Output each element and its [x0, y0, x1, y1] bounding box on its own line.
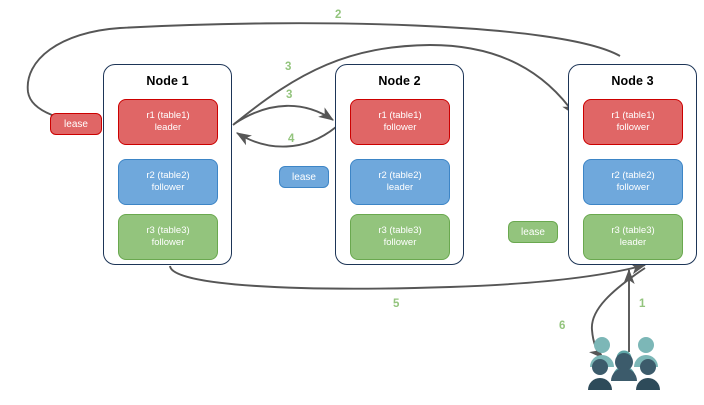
- range-label-line2: leader: [386, 182, 414, 193]
- range-label-line1: r2 (table2): [146, 170, 190, 181]
- edge-label-3b: 3: [286, 89, 293, 101]
- node-3-range-r1[interactable]: r1 (table1) follower: [583, 99, 683, 145]
- range-label-line2: follower: [151, 237, 185, 248]
- users-icon: [588, 337, 660, 390]
- node-1-range-r1[interactable]: r1 (table1) leader: [118, 99, 218, 145]
- range-label-line2: follower: [383, 122, 417, 133]
- node-2[interactable]: Node 2 r1 (table1) follower r2 (table2) …: [335, 64, 464, 265]
- range-label-line2: follower: [383, 237, 417, 248]
- edge-label-2: 2: [335, 9, 342, 21]
- range-label-line2: follower: [616, 182, 650, 193]
- edge-5-path: [169, 263, 647, 290]
- edge-label-5: 5: [393, 298, 400, 310]
- edge-label-3a: 3: [285, 61, 292, 73]
- node-3-range-r3[interactable]: r3 (table3) leader: [583, 214, 683, 260]
- node-3[interactable]: Node 3 r1 (table1) follower r2 (table2) …: [568, 64, 697, 265]
- node-3-title: Node 3: [611, 74, 654, 88]
- edge-label-4: 4: [288, 133, 295, 145]
- node-1-range-r2[interactable]: r2 (table2) follower: [118, 159, 218, 205]
- node-2-range-r1[interactable]: r1 (table1) follower: [350, 99, 450, 145]
- edge-label-6: 6: [559, 320, 566, 332]
- node-3-range-r2[interactable]: r2 (table2) follower: [583, 159, 683, 205]
- range-label-line1: r1 (table1): [146, 110, 190, 121]
- node-2-title: Node 2: [378, 74, 421, 88]
- range-label-line1: r3 (table3): [146, 225, 190, 236]
- lease-tag-r2[interactable]: lease: [279, 166, 329, 188]
- edge-label-1: 1: [639, 298, 646, 310]
- range-label-line1: r3 (table3): [378, 225, 422, 236]
- range-label-line1: r3 (table3): [611, 225, 655, 236]
- lease-tag-r1[interactable]: lease: [50, 113, 102, 135]
- range-label-line2: follower: [616, 122, 650, 133]
- range-label-line2: leader: [154, 122, 182, 133]
- lease-label: lease: [292, 171, 316, 183]
- node-1[interactable]: Node 1 r1 (table1) leader r2 (table2) fo…: [103, 64, 232, 265]
- range-label-line1: r2 (table2): [378, 170, 422, 181]
- lease-label: lease: [64, 118, 88, 130]
- node-2-range-r2[interactable]: r2 (table2) leader: [350, 159, 450, 205]
- lease-tag-r3[interactable]: lease: [508, 221, 558, 243]
- edge-3-short-path: [233, 104, 334, 125]
- node-1-range-r3[interactable]: r3 (table3) follower: [118, 214, 218, 260]
- node-1-title: Node 1: [146, 74, 189, 88]
- lease-label: lease: [521, 226, 545, 238]
- range-label-line2: follower: [151, 182, 185, 193]
- edge-4-path: [236, 126, 337, 148]
- range-label-line2: leader: [619, 237, 647, 248]
- range-label-line1: r1 (table1): [378, 110, 422, 121]
- range-label-line1: r2 (table2): [611, 170, 655, 181]
- range-label-line1: r1 (table1): [611, 110, 655, 121]
- node-2-range-r3[interactable]: r3 (table3) follower: [350, 214, 450, 260]
